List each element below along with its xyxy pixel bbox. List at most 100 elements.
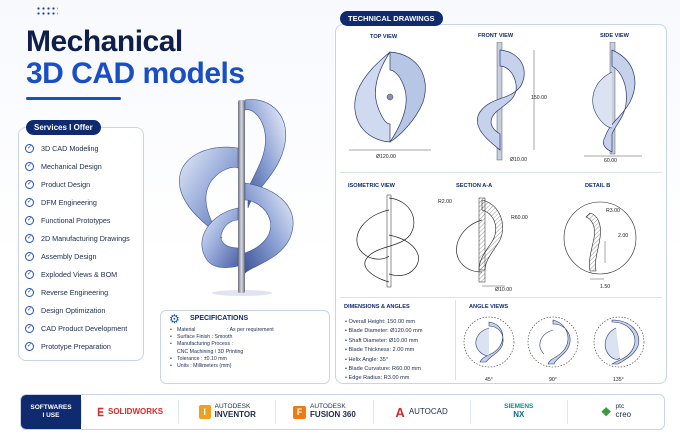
top-view-label: TOP VIEW [370,34,398,40]
detail-view-label: DETAIL B [585,183,611,189]
ptc-creo-icon: ❖ [600,405,612,419]
check-icon: ✓ [25,179,34,189]
spec-key: Material [177,327,196,333]
side-view-drawing [584,42,642,157]
page-title: Mechanical 3D CAD models [26,26,245,89]
dimension-item: • Blade Diameter: Ø120.00 mm [345,328,423,335]
gear-icon: ⚙ [169,312,180,326]
spec-row: •Manufacturing Process : [170,341,233,348]
divider [455,300,456,380]
service-label: CAD Product Development [41,323,128,333]
software-vendor: SIEMENS [504,403,534,411]
section-radius-large: R60.00 [511,215,528,221]
service-label: 3D CAD Modeling [41,143,99,153]
service-item: ✓ 2D Manufacturing Drawings [25,229,130,247]
isometric-view-drawing [356,194,419,288]
spec-row: •Tolerance : ±0.10 mm [170,355,227,362]
title-line-1: Mechanical [26,25,183,58]
isometric-view-label: ISOMETRIC VIEW [348,183,395,189]
section-shaft: Ø10.00 [495,287,513,293]
title-underline [26,97,121,100]
services-panel [18,127,144,361]
service-item: ✓ Assembly Design [25,247,130,265]
autocad-icon: A [395,404,405,420]
angle-label-135: 135° [613,377,624,383]
check-icon: ✓ [25,143,34,153]
software-autocad: A AUTOCAD [372,400,470,424]
specifications-panel [160,310,330,384]
software-name: NX [513,410,525,420]
service-label: Functional Prototypes [41,215,111,225]
service-item: ✓Exploded Views & BOM [25,265,130,283]
check-icon: ✓ [25,269,34,279]
angle-view-45 [463,316,515,368]
software-name: FUSION 360 [310,410,356,420]
front-view-drawing [477,42,535,161]
spec-row: CNC Machining / 3D Printing [170,349,274,356]
check-icon: ✓ [25,341,34,351]
software-vendor: AUTODESK [214,403,251,411]
specifications-list: •Material: As per requirement •Surface F… [170,327,274,370]
service-label: Prototype Preparation [41,341,111,351]
spec-key: Units : Millimeters (mm) [177,363,232,370]
side-view-label: SIDE VIEW [600,33,629,39]
inventor-icon: I [198,405,211,419]
dimension-item: • Helix Angle: 35° [345,356,389,363]
service-item: ✓ Prototype Preparation [25,337,130,355]
spec-key: CNC Machining / 3D Printing [177,348,244,355]
check-icon: ✓ [25,197,34,207]
fusion360-icon: F [293,405,307,419]
angle-label-90: 90° [549,377,557,383]
top-view-diameter: Ø120.00 [376,154,396,160]
detail-radius: R3.00 [606,208,620,214]
divider [340,297,662,298]
spec-key: Tolerance : ±0.10 mm [177,355,227,362]
divider [340,172,662,173]
angle-view-135 [593,316,645,368]
check-icon: ✓ [25,323,34,333]
dimensions-list: • Overall Height: 150.00 mm • Blade Diam… [345,318,423,384]
angle-view-90 [527,316,579,368]
detail-view-drawing [563,201,637,280]
dimensions-heading: DIMENSIONS & ANGLES [344,304,410,310]
detail-height: 2.00 [618,233,629,239]
title-line-2: 3D CAD models [26,56,245,90]
section-radius-small: R2.00 [438,199,452,205]
front-view-label: FRONT VIEW [478,33,514,39]
check-icon: ✓ [25,305,34,315]
helical-blade-model [179,99,294,296]
spec-key: Manufacturing Process : [177,341,233,348]
front-view-shaft: Ø10.00 [510,157,528,163]
spec-row: •Surface Finish : Smooth [170,334,233,341]
dimension-item: • Shaft Diameter: Ø10.00 mm [345,337,419,344]
top-view-drawing [349,51,431,151]
service-label: 2D Manufacturing Drawings [41,233,130,243]
check-icon: ✓ [25,251,34,261]
specifications-heading: SPECIFICATIONS [190,315,249,322]
software-vendor: ptc [615,403,625,411]
check-icon: ✓ [25,233,34,243]
decorative-dots [36,6,58,16]
software-vendor: AUTODESK [310,403,346,411]
service-item: ✓Reverse Engineering [25,283,130,301]
service-item: ✓ Product Design [25,175,130,193]
technical-drawings-heading: TECHNICAL DRAWINGS [340,11,443,26]
service-item: ✓ CAD Product Development [25,319,130,337]
service-item: ✓ Functional Prototypes [25,211,130,229]
software-heading-line1: SOFTWARES [30,403,72,411]
software-heading: SOFTWARES I USE [21,395,81,429]
section-view-label: SECTION A-A [456,183,493,189]
software-name: creo [615,410,632,420]
service-label: Reverse Engineering [41,287,109,297]
dimension-item: • Blade Thickness: 2.00 mm [345,347,415,354]
service-label: Assembly Design [41,251,97,261]
check-icon: ✓ [25,215,34,225]
dimension-item: • Blade Curvature: R60.00 mm [345,366,421,373]
service-label: Product Design [41,179,91,189]
spec-row: •Units : Millimeters (mm) [170,363,232,370]
service-item: ✓DFM Engineering [25,193,130,211]
